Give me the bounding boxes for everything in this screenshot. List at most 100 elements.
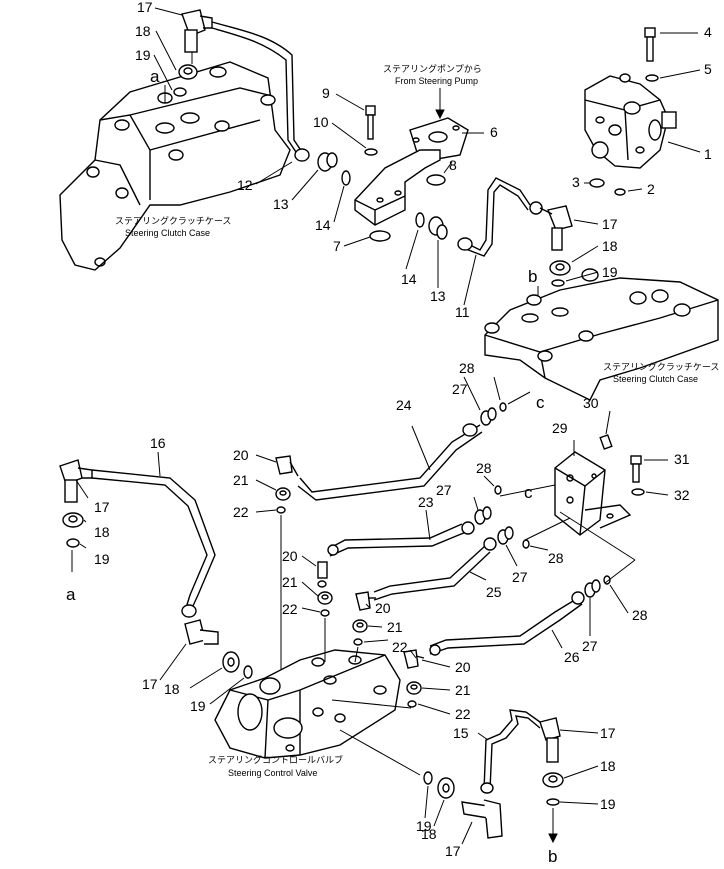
o-ring-3 [589, 178, 605, 188]
lead-29-to-26 [559, 511, 636, 561]
callout-22-a: 22 [233, 504, 249, 520]
leader-lines [75, 7, 701, 845]
callout-27-b: 27 [436, 482, 452, 498]
tube-24-end-nut [462, 423, 478, 437]
o-ring-19-bottom-right [546, 798, 560, 806]
callout-5: 5 [704, 61, 712, 77]
o-ring-19-right-upper [551, 279, 565, 287]
nut-18-bottom-right [542, 772, 564, 788]
connector-27-upper [480, 407, 497, 426]
o-ring-19-bottom-center [423, 771, 433, 785]
callout-13-lower: 13 [430, 288, 446, 304]
tube-16-end-nut [181, 604, 197, 618]
callout-9: 9 [322, 85, 330, 101]
tube-23-end-right [461, 521, 475, 535]
callout-1: 1 [704, 146, 712, 162]
callout-18-bottom-center: 18 [421, 826, 437, 842]
callout-17-left-lower: 17 [142, 676, 158, 692]
callout-14-lower: 14 [401, 271, 417, 287]
tube-25-end-nut [483, 537, 497, 551]
nut-18-right-upper [549, 260, 571, 276]
callout-31: 31 [674, 451, 690, 467]
tube-26-end-right [571, 591, 585, 605]
nut-18-left-lower [222, 651, 240, 673]
callout-28-upper: 28 [459, 360, 475, 376]
callout-24: 24 [396, 397, 412, 413]
callout-25: 25 [486, 584, 502, 600]
o-ring-14-lower [415, 212, 425, 228]
connection-line-c-lower [499, 484, 556, 497]
callout-4: 4 [704, 24, 712, 40]
callout-32: 32 [674, 487, 690, 503]
callout-17: 17 [137, 0, 153, 15]
letter-a-top: a [150, 67, 160, 86]
tube-24-inner [297, 431, 483, 501]
elbow-block-7 [354, 149, 441, 226]
callout-27-d: 27 [582, 638, 598, 654]
bolt-4 [644, 27, 656, 62]
elbow-17-right-upper [539, 205, 573, 251]
steering-control-valve [214, 649, 401, 759]
o-ring-28-b [494, 485, 502, 495]
arrow-b-lower [548, 833, 558, 844]
callout-6: 6 [490, 124, 498, 140]
nut-18-top-left [178, 64, 198, 80]
callout-21-a: 21 [233, 472, 249, 488]
o-ring-22-b [320, 609, 330, 617]
lead-valve-to-19 [339, 729, 421, 776]
callout-numbers: 17 18 19 12 13 14 9 10 6 8 7 14 13 11 4 … [94, 0, 712, 859]
callout-18: 18 [135, 23, 151, 39]
callout-18-left-upper: 18 [94, 524, 110, 540]
tube-24-outer [299, 424, 481, 493]
washer-5 [645, 74, 659, 82]
callout-10: 10 [313, 114, 329, 130]
tube-11-end-nut [457, 237, 473, 251]
tube-16-outer [91, 469, 216, 609]
callout-27-upper: 27 [452, 381, 468, 397]
clutch-case-right-caption-jp: ステアリングクラッチケース [603, 361, 719, 372]
callout-13: 13 [273, 196, 289, 212]
tube-23-end-left [327, 544, 339, 556]
tube-11-inner [457, 184, 529, 257]
washer-32 [631, 488, 645, 496]
letter-b-bottom: b [548, 847, 557, 866]
callout-8: 8 [449, 157, 457, 173]
o-ring-22-c [353, 638, 363, 646]
callout-22-d: 22 [455, 706, 471, 722]
callout-20-c: 20 [375, 600, 391, 616]
nut-21-a [275, 487, 291, 501]
callout-22-c: 22 [392, 639, 408, 655]
lead-22d-to-valve [331, 699, 412, 709]
elbow-17-top-left [181, 9, 213, 64]
nut-21-b [317, 591, 333, 605]
callout-17-bottom-center: 17 [445, 843, 461, 859]
callout-19-left-lower: 19 [190, 698, 206, 714]
o-ring-2 [614, 188, 626, 196]
callout-28-c: 28 [548, 550, 564, 566]
letter-b-top: b [528, 267, 537, 286]
tube-26-outer [429, 597, 579, 647]
plug-30 [599, 434, 613, 450]
callout-26: 26 [564, 649, 580, 665]
clutch-case-left-caption-en: Steering Clutch Case [125, 228, 210, 238]
callout-15: 15 [453, 725, 469, 741]
tube-15-inner [489, 715, 541, 791]
tube-11-outer [459, 177, 531, 251]
callout-2: 2 [647, 181, 655, 197]
o-ring-28-c [522, 539, 530, 549]
tube-11-end-nut-2 [529, 201, 543, 215]
callout-21-d: 21 [455, 682, 471, 698]
tube-23-outer [329, 523, 463, 549]
nut-18-bottom-center [437, 777, 455, 799]
tube-26-end-left [429, 644, 441, 656]
nut-21-c [352, 619, 368, 633]
callout-23: 23 [418, 494, 434, 510]
callout-22-b: 22 [282, 601, 298, 617]
tube-12-end-nut [294, 148, 310, 162]
o-ring-7 [369, 230, 391, 242]
callout-20-d: 20 [455, 659, 471, 675]
block-29 [554, 451, 632, 536]
connector-27-b [474, 506, 492, 525]
